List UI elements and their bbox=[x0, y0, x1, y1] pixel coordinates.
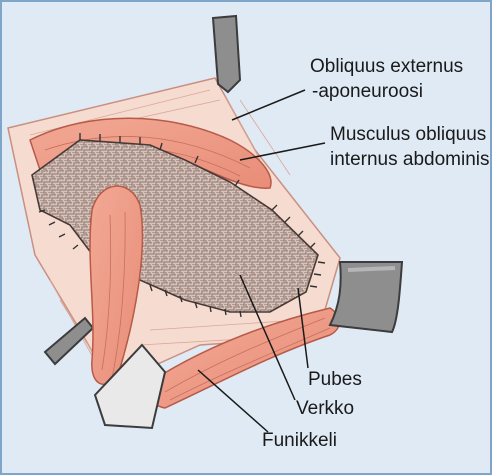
label-musculus-obliquus: Musculus obliquus bbox=[330, 124, 486, 145]
label-verkko: Verkko bbox=[296, 398, 354, 419]
label-pubes: Pubes bbox=[308, 369, 362, 390]
upper-retractor bbox=[213, 16, 240, 92]
right-retractor bbox=[330, 262, 402, 332]
label-aponeuroosi: -aponeuroosi bbox=[312, 81, 423, 102]
label-internus-abdominis: internus abdominis bbox=[330, 149, 489, 170]
label-obliquus-externus: Obliquus externus bbox=[310, 56, 463, 77]
right-retractor-highlight bbox=[348, 268, 395, 270]
label-funikkeli: Funikkeli bbox=[262, 430, 337, 451]
